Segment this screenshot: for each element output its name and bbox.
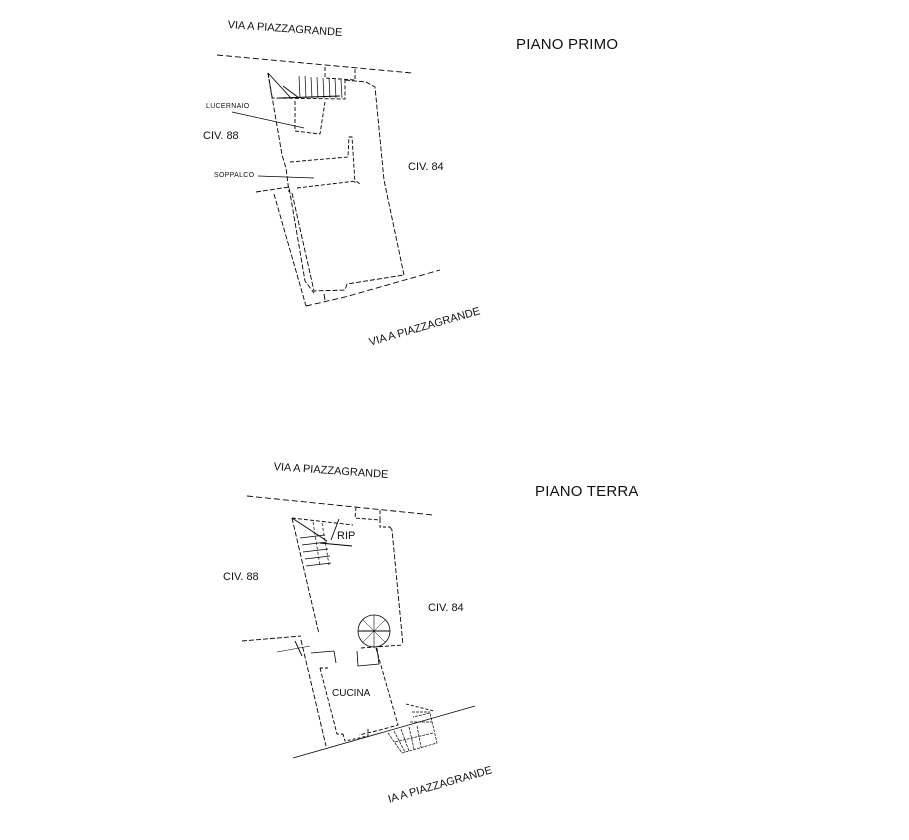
annotation-soppalco: SOPPALCO [214, 172, 255, 179]
neighbor-label-right-terra: CIV. 84 [428, 602, 464, 614]
neighbor-label-left-primo: CIV. 88 [203, 130, 239, 142]
piano-primo-plan [216, 54, 441, 307]
piano-terra-plan [241, 495, 476, 759]
room-label-rip: RIP [337, 530, 356, 542]
room-label-cucina: CUCINA [332, 688, 371, 699]
plan-title-terra: PIANO TERRA [535, 483, 639, 500]
neighbor-label-right-primo: CIV. 84 [408, 161, 444, 173]
annotation-lucernaio: LUCERNAIO [206, 103, 250, 110]
plan-title-primo: PIANO PRIMO [516, 36, 619, 53]
neighbor-label-left-terra: CIV. 88 [223, 571, 259, 583]
